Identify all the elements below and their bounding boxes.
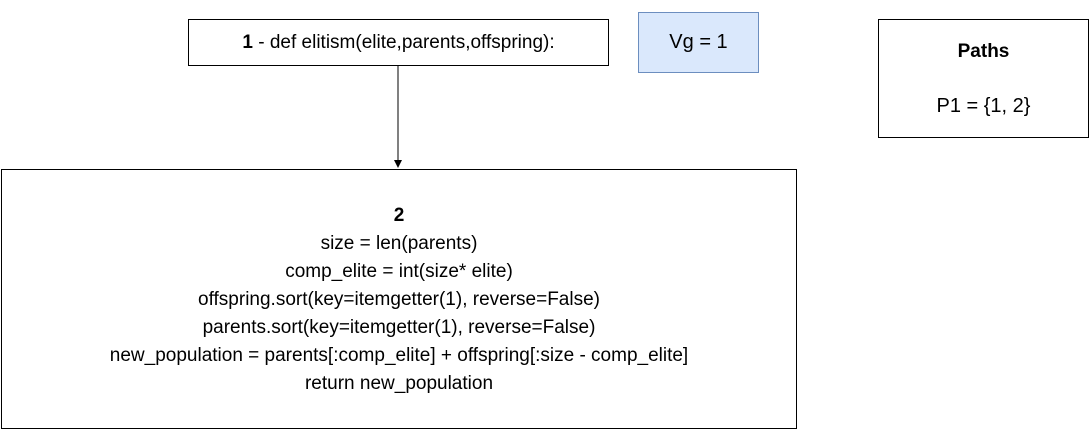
- paths-title: Paths: [957, 41, 1010, 62]
- node-2-line-comp-elite: comp_elite = int(size* elite): [285, 261, 513, 282]
- node-2-line-new-population: new_population = parents[:comp_elite] + …: [109, 345, 689, 366]
- node-2-line-size: size = len(parents): [320, 233, 478, 254]
- node-2-elitism-body[interactable]: 2 size = len(parents) comp_elite = int(s…: [1, 169, 797, 429]
- node-2-line-offspring-sort: offspring.sort(key=itemgetter(1), revers…: [198, 289, 600, 310]
- vg-box[interactable]: Vg = 1: [638, 12, 759, 73]
- node-2-number: 2: [393, 205, 405, 226]
- paths-box[interactable]: Paths P1 = {1, 2}: [878, 19, 1089, 138]
- node-1-number: 1: [242, 31, 253, 53]
- node-2-line-return: return new_population: [304, 373, 494, 394]
- vg-label: Vg = 1: [669, 31, 728, 53]
- node-2-line-parents-sort: parents.sort(key=itemgetter(1), reverse=…: [202, 317, 596, 338]
- path-p1: P1 = {1, 2}: [936, 95, 1031, 117]
- node-1-code: - def elitism(elite,parents,offspring):: [252, 31, 555, 53]
- node-1-def-elitism[interactable]: 1 - def elitism(elite,parents,offspring)…: [188, 19, 609, 66]
